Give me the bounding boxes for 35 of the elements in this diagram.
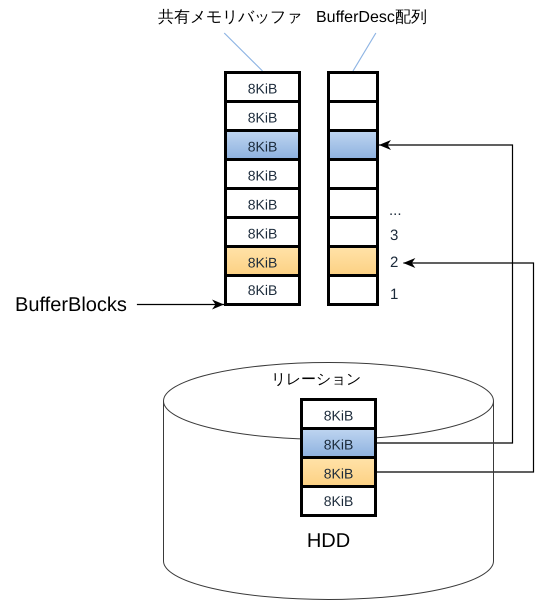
relation-heading: リレーション	[271, 370, 361, 390]
descriptor-slot	[327, 158, 379, 187]
arrow	[377, 258, 534, 473]
buffer-block: 8KiB	[224, 274, 301, 306]
pointer-label: BufferBlocks	[15, 292, 127, 318]
buffer-block: 8KiB	[224, 216, 301, 245]
buffer-block: 8KiB	[224, 129, 301, 158]
buffer-block: 8KiB	[224, 158, 301, 187]
buffer-block: 8KiB	[224, 71, 301, 100]
arrow	[136, 300, 224, 310]
buffer-block: 8KiB	[224, 100, 301, 129]
ellipsis-text: ...	[389, 202, 402, 219]
relation-page: 8KiB	[300, 427, 377, 456]
relation-page: 8KiB	[300, 485, 377, 517]
hdd-cylinder	[163, 362, 494, 600]
relation-page: 8KiB	[300, 398, 377, 427]
arrow	[377, 140, 514, 444]
index-number: 3	[390, 227, 398, 244]
descriptor-slot	[327, 129, 379, 158]
drive-label: HDD	[306, 529, 350, 553]
column-caption: BufferDesc配列	[316, 7, 427, 29]
relation-page: 8KiB	[300, 456, 377, 485]
column-caption: 共有メモリバッファ	[158, 7, 302, 29]
descriptor-slot	[327, 216, 379, 245]
descriptor-slot	[327, 187, 379, 216]
buffer-block: 8KiB	[224, 187, 301, 216]
descriptor-slot	[327, 100, 379, 129]
index-number: 2	[390, 253, 404, 273]
leader-line	[352, 32, 376, 72]
leader-line	[224, 32, 263, 72]
descriptor-slot	[327, 274, 379, 306]
descriptor-slot	[327, 71, 379, 100]
index-number: 1	[390, 286, 398, 303]
descriptor-slot	[327, 245, 379, 274]
buffer-block: 8KiB	[224, 245, 301, 274]
